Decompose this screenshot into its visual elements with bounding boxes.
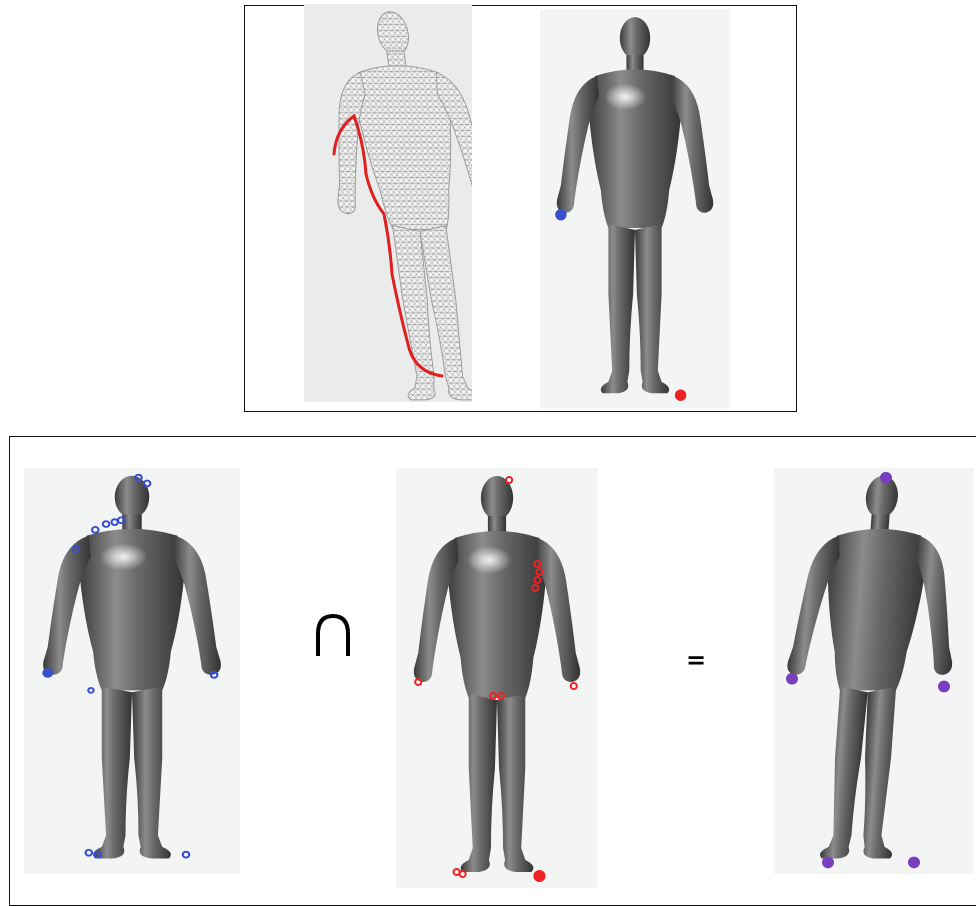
endpoint-marker-blue bbox=[555, 209, 566, 220]
intersection-result-panel bbox=[774, 468, 974, 874]
purple-marker-right-foot bbox=[908, 857, 920, 869]
red-features-figure bbox=[396, 468, 598, 888]
wireframe-mesh-panel bbox=[304, 4, 472, 402]
wireframe-mesh-figure bbox=[304, 4, 472, 402]
blue-features-figure bbox=[24, 468, 240, 874]
purple-marker-right-hand bbox=[938, 681, 950, 693]
purple-marker-left-foot bbox=[822, 857, 834, 869]
purple-marker-head bbox=[880, 472, 892, 484]
intersection-operator bbox=[310, 612, 356, 658]
equals-operator: = bbox=[686, 648, 706, 672]
red-marker-foot bbox=[533, 870, 545, 882]
intersection-result-figure bbox=[774, 468, 974, 874]
endpoint-marker-red bbox=[675, 390, 686, 401]
red-features-panel bbox=[396, 468, 598, 888]
shaded-body-figure bbox=[540, 4, 730, 414]
blue-marker-hand bbox=[42, 668, 53, 678]
purple-marker-left-hand bbox=[786, 673, 798, 685]
blue-features-panel bbox=[24, 468, 240, 874]
shaded-body-panel-top bbox=[540, 4, 730, 414]
